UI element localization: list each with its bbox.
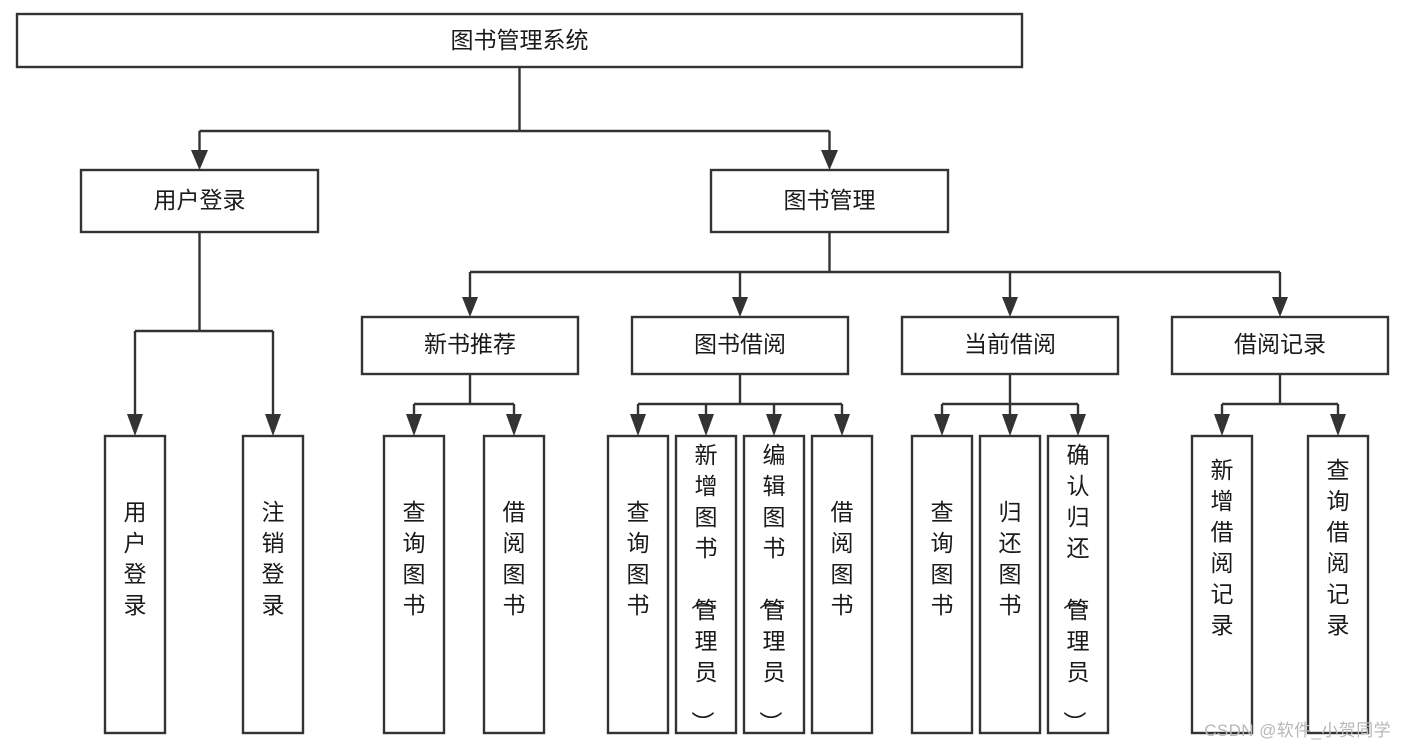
node-bookmgmt[interactable]: 图书管理: [709, 168, 950, 234]
node-leaf-1-box[interactable]: [103, 434, 167, 735]
arrow-head-leaf-2: [265, 414, 281, 436]
node-root-box[interactable]: [15, 12, 1024, 69]
arrow-head-leaf-5: [630, 414, 646, 436]
node-leaf-9[interactable]: 查询图书: [910, 434, 974, 735]
arrow-head-leaf-11: [1070, 414, 1086, 436]
node-root[interactable]: 图书管理系统: [15, 12, 1024, 69]
arrow-head-records: [1272, 297, 1288, 317]
node-leaf-7[interactable]: 编辑图书（管理员）: [742, 434, 806, 735]
node-leaf-8-label: 借阅图书: [831, 499, 854, 618]
node-bookmgmt-box[interactable]: [709, 168, 950, 234]
node-bookmgmt-label: 图书管理: [784, 187, 876, 213]
node-leaf-13-box[interactable]: [1306, 434, 1370, 735]
node-leaf-5-label: 查询图书: [627, 499, 650, 618]
node-root-label: 图书管理系统: [451, 27, 589, 53]
node-records[interactable]: 借阅记录: [1170, 315, 1390, 376]
arrow-head-leaf-12: [1214, 414, 1230, 436]
arrow-head-login: [191, 150, 208, 170]
arrow-head-leaf-7: [766, 414, 782, 436]
arrow-head-leaf-9: [934, 414, 950, 436]
node-leaf-2-box[interactable]: [241, 434, 305, 735]
arrow-head-bookmgmt: [821, 150, 838, 170]
node-leaf-11-box[interactable]: [1046, 434, 1110, 735]
node-current-box[interactable]: [900, 315, 1120, 376]
node-leaf-6-box[interactable]: [674, 434, 738, 735]
node-borrow-label: 图书借阅: [694, 331, 786, 357]
node-leaf-10-box[interactable]: [978, 434, 1042, 735]
node-current[interactable]: 当前借阅: [900, 315, 1120, 376]
arrow-head-leaf-10: [1002, 414, 1018, 436]
arrow-head-leaf-13: [1330, 414, 1346, 436]
node-leaf-7-box[interactable]: [742, 434, 806, 735]
node-leaf-10[interactable]: 归还图书: [978, 434, 1042, 735]
node-leaf-12-box[interactable]: [1190, 434, 1254, 735]
connector-group-login: [127, 232, 281, 436]
arrow-head-current: [1002, 297, 1018, 317]
node-current-label: 当前借阅: [964, 331, 1056, 357]
node-leaf-9-box[interactable]: [910, 434, 974, 735]
node-login-box[interactable]: [79, 168, 320, 234]
node-leaf-4-box[interactable]: [482, 434, 546, 735]
arrow-head-leaf-6: [698, 414, 714, 436]
node-newbook-box[interactable]: [360, 315, 580, 376]
arrow-head-newbook: [462, 297, 478, 317]
node-leaf-5[interactable]: 查询图书: [606, 434, 670, 735]
node-leaf-3-box[interactable]: [382, 434, 446, 735]
arrow-head-leaf-4: [506, 414, 522, 436]
connector-group-records: [1214, 374, 1346, 436]
node-leaf-11-label: 确认归还（管理员）: [1062, 442, 1090, 734]
node-newbook-label: 新书推荐: [424, 331, 516, 357]
node-leaf-12-label: 新增借阅记录: [1211, 457, 1234, 638]
connector-group-bookmgmt: [462, 232, 1288, 317]
node-borrow-box[interactable]: [630, 315, 850, 376]
node-leaf-3-label: 查询图书: [403, 499, 426, 618]
node-leaf-2[interactable]: 注销登录: [241, 434, 305, 735]
arrow-head-borrow: [732, 297, 748, 317]
arrow-head-leaf-8: [834, 414, 850, 436]
node-leaf-5-box[interactable]: [606, 434, 670, 735]
node-records-box[interactable]: [1170, 315, 1390, 376]
connector-group-borrow: [630, 374, 850, 436]
node-leaf-8[interactable]: 借阅图书: [810, 434, 874, 735]
node-login[interactable]: 用户登录: [79, 168, 320, 234]
node-leaf-1[interactable]: 用户登录: [103, 434, 167, 735]
node-leaf-13-label: 查询借阅记录: [1327, 457, 1350, 638]
arrow-head-leaf-3: [406, 414, 422, 436]
node-leaf-6[interactable]: 新增图书（管理员）: [674, 434, 738, 735]
node-leaf-7-label: 编辑图书（管理员）: [758, 442, 786, 734]
node-leaf-13[interactable]: 查询借阅记录: [1306, 434, 1370, 735]
arrow-head-leaf-1: [127, 414, 143, 436]
node-leaf-3[interactable]: 查询图书: [382, 434, 446, 735]
node-leaf-4-label: 借阅图书: [503, 499, 526, 618]
node-borrow[interactable]: 图书借阅: [630, 315, 850, 376]
connector-group-root: [191, 67, 838, 170]
node-leaf-6-label: 新增图书（管理员）: [690, 442, 718, 734]
node-records-label: 借阅记录: [1234, 331, 1326, 357]
node-newbook[interactable]: 新书推荐: [360, 315, 580, 376]
node-leaf-10-label: 归还图书: [999, 499, 1022, 618]
node-leaf-1-label: 用户登录: [124, 499, 147, 618]
node-leaf-12[interactable]: 新增借阅记录: [1190, 434, 1254, 735]
node-leaf-8-box[interactable]: [810, 434, 874, 735]
connector-group-newbook: [406, 374, 522, 436]
node-leaf-9-label: 查询图书: [931, 499, 954, 618]
node-leaf-11[interactable]: 确认归还（管理员）: [1046, 434, 1110, 735]
node-login-label: 用户登录: [154, 187, 246, 213]
connector-group-current: [934, 374, 1086, 436]
node-leaf-2-label: 注销登录: [262, 499, 285, 618]
node-leaf-4[interactable]: 借阅图书: [482, 434, 546, 735]
